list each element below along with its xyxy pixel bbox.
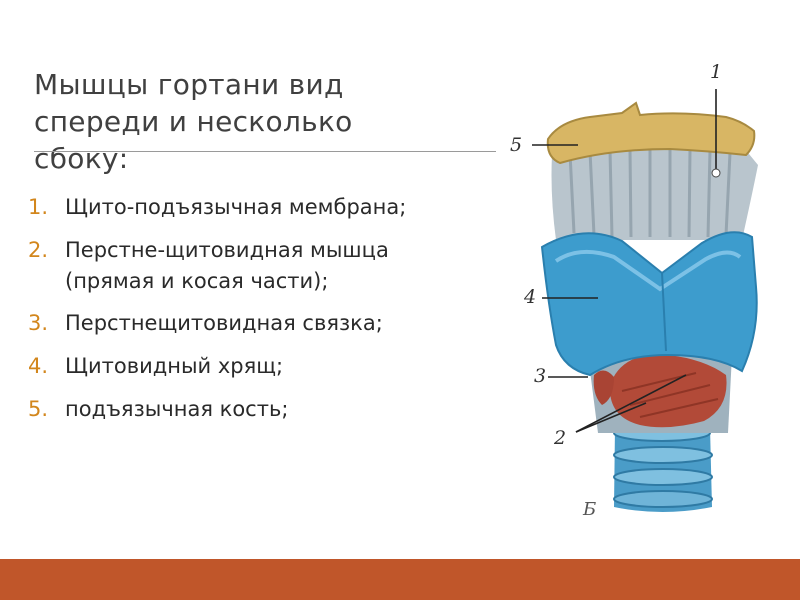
list-item-number: 2. [28, 238, 49, 262]
list-item-number: 4. [28, 354, 49, 378]
thyrohyoid-membrane [551, 143, 758, 240]
figure-label-4: 4 [524, 286, 537, 308]
list-item: 5. подъязычная кость; [28, 394, 458, 425]
list-item: 2. Перстне-щитовидная мышца (прямая и ко… [28, 235, 458, 297]
list-item-text: Щитовидный хрящ; [65, 354, 284, 378]
larynx-drawing [532, 89, 758, 512]
list-item: 3. Перстнещитовидная связка; [28, 308, 458, 339]
cricothyroid-muscle [593, 354, 727, 428]
numbered-list: 1. Щито-подъязычная мембрана; 2. Перстне… [28, 192, 458, 425]
figure-label-2: 2 [554, 427, 567, 449]
figure-caption: Б [583, 499, 597, 520]
list-item: 4. Щитовидный хрящ; [28, 351, 458, 382]
figure-label-1: 1 [710, 61, 723, 83]
label-1-dot [711, 168, 721, 178]
footer-band [0, 559, 800, 600]
leader-lines [532, 89, 717, 433]
title-underline [34, 151, 496, 152]
list-item-text: Щито-подъязычная мембрана; [65, 195, 407, 219]
slide-title: Мышцы гортани вид спереди и несколько сб… [34, 68, 353, 175]
thyroid-cartilage [540, 231, 758, 377]
larynx-illustration: 1 5 4 3 2 Б [490, 55, 780, 535]
list-item-text: Перстне-щитовидная мышца (прямая и косая… [65, 238, 389, 293]
list-item-text: подъязычная кость; [65, 397, 289, 421]
list-item: 1. Щито-подъязычная мембрана; [28, 192, 458, 223]
list-item-number: 1. [28, 195, 49, 219]
figure-label-3: 3 [534, 365, 547, 387]
figure-label-5: 5 [510, 134, 523, 156]
hyoid-bone [546, 101, 756, 165]
list-item-number: 5. [28, 397, 49, 421]
trachea-rings [613, 424, 713, 512]
list-item-text: Перстнещитовидная связка; [65, 311, 383, 335]
list-item-number: 3. [28, 311, 49, 335]
